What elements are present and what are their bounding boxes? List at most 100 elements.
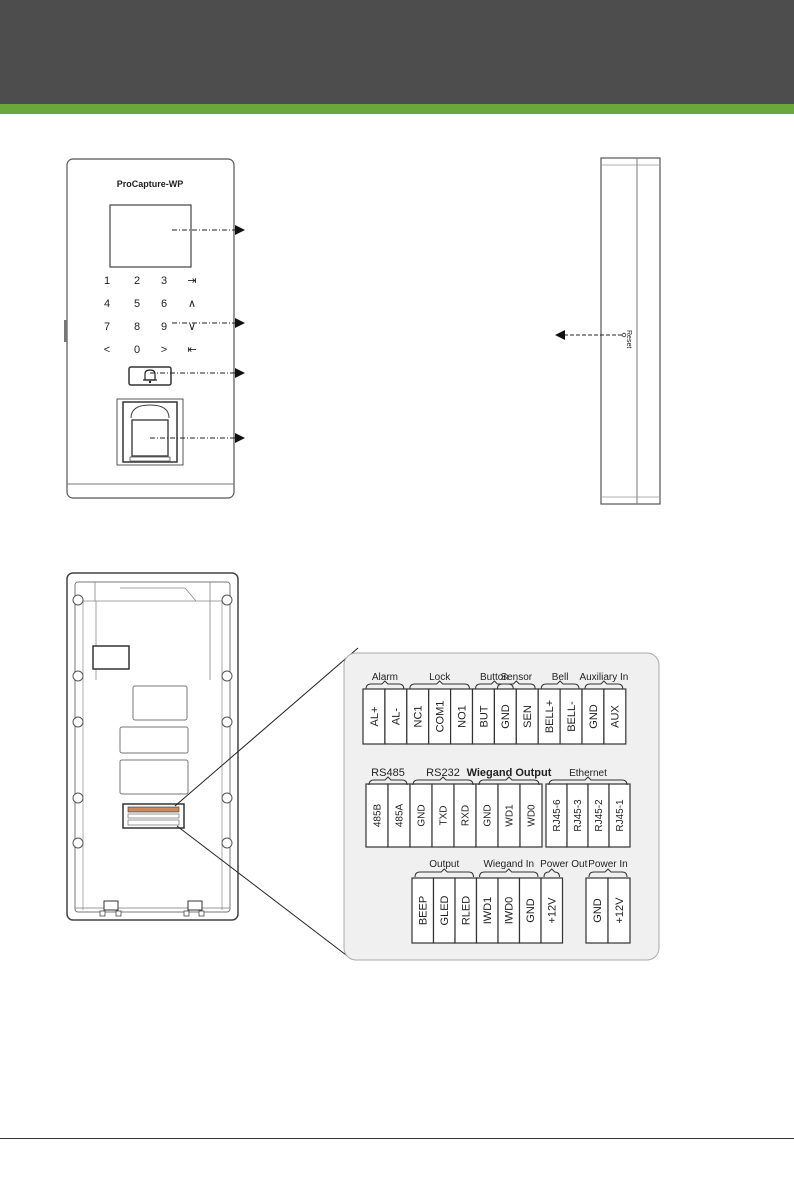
terminal-group-label: Auxiliary In bbox=[579, 672, 628, 683]
mounting-hole bbox=[72, 670, 84, 682]
mounting-hole bbox=[72, 716, 84, 728]
terminal-pin-label: IWD0 bbox=[504, 897, 516, 925]
terminal-group-label: RS232 bbox=[426, 767, 460, 779]
terminal-group-label: RS485 bbox=[371, 767, 405, 779]
keypad-key: ⇤ bbox=[187, 344, 196, 356]
device-back-view bbox=[66, 572, 239, 921]
mounting-hole bbox=[221, 594, 233, 606]
terminal-pin-label: 485B bbox=[373, 803, 384, 827]
terminal-pin-cell bbox=[608, 783, 631, 848]
terminal-pin-label: WD1 bbox=[505, 804, 516, 827]
terminal-group-label: Alarm bbox=[372, 672, 398, 683]
keypad-key: ⇥ bbox=[187, 275, 196, 287]
keypad-key: 1 bbox=[104, 275, 110, 287]
terminal-group-label: Power In bbox=[588, 859, 627, 870]
front-callouts bbox=[150, 225, 245, 443]
keypad-key: 6 bbox=[161, 298, 167, 310]
terminal-pin-label: GND bbox=[500, 704, 512, 729]
terminal-pin-label: RLED bbox=[461, 896, 473, 925]
terminal-pin-label: AUX bbox=[610, 705, 622, 728]
terminal-pin-label: +12V bbox=[547, 897, 559, 924]
group-bracket bbox=[412, 776, 474, 786]
group-bracket bbox=[475, 680, 514, 690]
terminal-connector bbox=[122, 803, 185, 829]
terminal-pin-label: RXD bbox=[461, 805, 472, 826]
terminal-group-label: Output bbox=[429, 859, 459, 870]
group-bracket bbox=[479, 868, 539, 878]
terminal-group-label: Bell bbox=[552, 672, 569, 683]
terminal-pin-label: RJ45-3 bbox=[573, 799, 584, 832]
terminal-group-label: Button bbox=[480, 672, 509, 683]
mounting-hole bbox=[221, 670, 233, 682]
terminal-pin-label: GND bbox=[417, 804, 428, 826]
group-bracket bbox=[409, 680, 470, 690]
keypad-key: < bbox=[104, 344, 110, 356]
mounting-hole bbox=[72, 792, 84, 804]
device-side-view: Reset bbox=[555, 157, 661, 505]
keypad-key: 5 bbox=[134, 298, 140, 310]
group-bracket bbox=[478, 776, 540, 786]
mounting-holes bbox=[72, 594, 233, 849]
terminal-pin-label: BUT bbox=[478, 705, 490, 727]
keypad-key: ∧ bbox=[188, 298, 196, 310]
terminal-pin-label: AL+ bbox=[369, 707, 381, 727]
terminal-pin-label: RJ45-2 bbox=[594, 799, 605, 832]
terminal-group-label: Power Out bbox=[540, 859, 587, 870]
group-bracket bbox=[368, 776, 408, 786]
terminal-pin-label: SEN bbox=[522, 705, 534, 728]
terminal-pin-label: TXD bbox=[439, 806, 450, 826]
group-bracket bbox=[543, 868, 560, 878]
keypad-key: ∨ bbox=[188, 321, 196, 333]
tamper-switch bbox=[92, 645, 130, 670]
terminal-group-label: Sensor bbox=[500, 672, 532, 683]
reset-hole bbox=[621, 332, 627, 338]
group-bracket bbox=[548, 776, 628, 786]
keypad-key: 4 bbox=[104, 298, 110, 310]
terminal-pin-label: 485A bbox=[395, 803, 406, 827]
terminal-pin-label: GLED bbox=[439, 895, 451, 925]
terminal-pin-label: NO1 bbox=[456, 705, 468, 728]
terminal-pin-label: GND bbox=[525, 898, 537, 923]
group-bracket bbox=[414, 868, 474, 878]
keypad-key: 0 bbox=[134, 344, 140, 356]
zoom-line-bottom bbox=[176, 825, 351, 959]
terminal-pin-cell bbox=[603, 688, 627, 745]
keypad-key: 2 bbox=[134, 275, 140, 287]
fingerprint-sensor bbox=[116, 398, 184, 466]
terminal-group-label: Wiegand In bbox=[483, 859, 534, 870]
terminal-pin-label: GND bbox=[592, 898, 604, 923]
mounting-hole bbox=[221, 792, 233, 804]
mounting-hole bbox=[72, 594, 84, 606]
device-model-label: ProCapture-WP bbox=[117, 179, 184, 189]
terminal-pin-label: NC1 bbox=[413, 705, 425, 727]
terminal-pin-cell bbox=[607, 877, 631, 944]
terminal-pin-label: +12V bbox=[614, 897, 626, 924]
terminal-pin-label: GND bbox=[483, 804, 494, 826]
doorbell-button bbox=[128, 366, 172, 386]
terminal-pin-label: RJ45-6 bbox=[552, 799, 563, 832]
terminal-pin-label: BELL+ bbox=[544, 700, 556, 733]
page-header-accent-bar bbox=[0, 104, 794, 114]
keypad-key: 3 bbox=[161, 275, 167, 287]
page-header-band bbox=[0, 0, 794, 104]
group-bracket bbox=[584, 680, 624, 690]
terminal-pin-label: AL- bbox=[391, 708, 403, 725]
keypad-key: 7 bbox=[104, 321, 110, 333]
terminal-pin-cell bbox=[519, 783, 543, 848]
mounting-hole bbox=[72, 837, 84, 849]
device-screen bbox=[109, 204, 192, 268]
footer-rule bbox=[0, 1138, 794, 1139]
group-bracket bbox=[365, 680, 405, 690]
mounting-hole bbox=[221, 716, 233, 728]
terminal-pin-label: WD0 bbox=[527, 804, 538, 827]
terminal-pin-label: BEEP bbox=[418, 896, 430, 925]
group-bracket bbox=[540, 680, 580, 690]
terminal-pin-label: GND bbox=[588, 704, 600, 729]
keypad-key: 8 bbox=[134, 321, 140, 333]
group-bracket bbox=[588, 868, 628, 878]
